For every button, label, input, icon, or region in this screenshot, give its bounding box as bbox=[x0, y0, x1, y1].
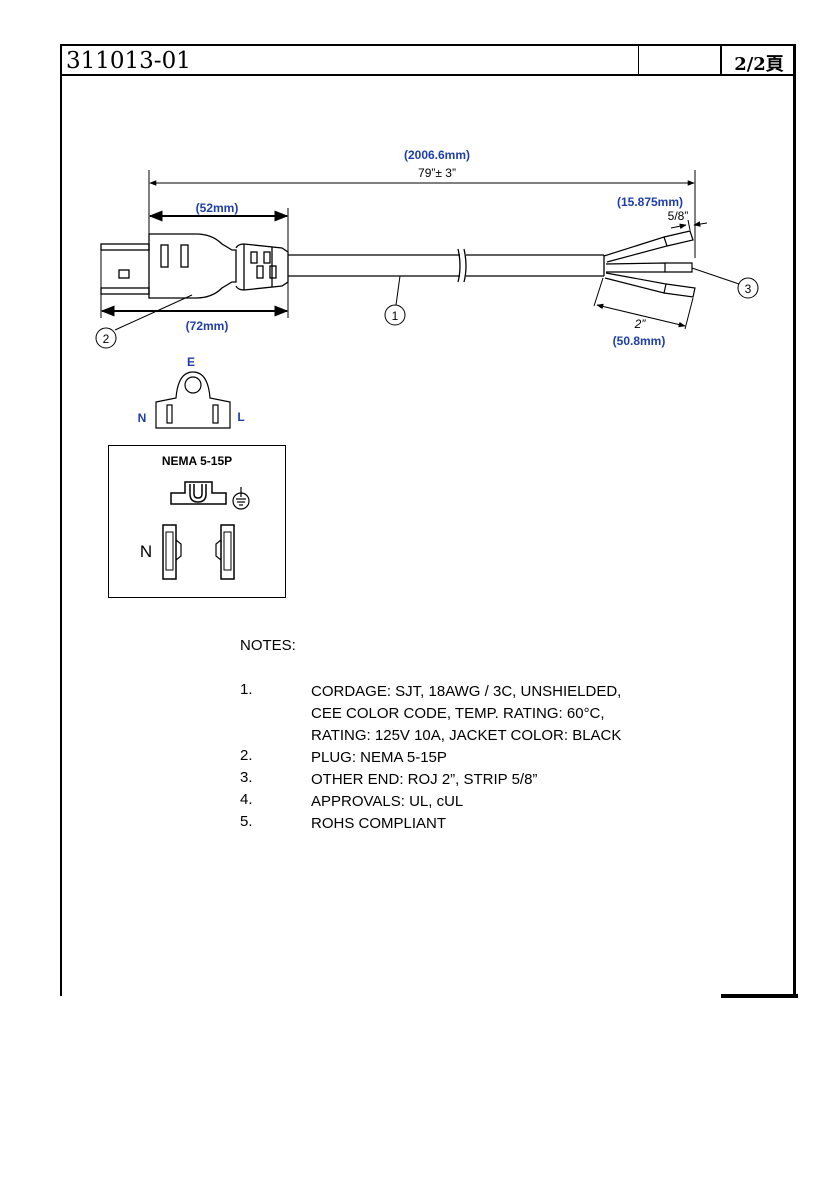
part-number: 311013-01 bbox=[66, 48, 191, 74]
nema-box bbox=[108, 445, 286, 598]
pin-label-earth: E bbox=[187, 355, 195, 369]
note-number: 1. bbox=[240, 681, 253, 698]
nema-symbol bbox=[162, 481, 250, 580]
roj-length-mm: (50.8mm) bbox=[613, 334, 666, 348]
overall-length-mm: (2006.6mm) bbox=[404, 148, 470, 162]
header-divider bbox=[638, 44, 639, 76]
plug-face-view: E N L bbox=[138, 355, 245, 429]
notes-heading: NOTES: bbox=[240, 637, 296, 654]
svg-text:1: 1 bbox=[392, 309, 399, 323]
overall-dimension: (2006.6mm) 79”± 3” bbox=[148, 148, 696, 270]
strip-length-mm: (15.875mm) bbox=[617, 195, 683, 209]
plug-body bbox=[100, 233, 289, 299]
note-number: 3. bbox=[240, 769, 253, 786]
note-text: CEE COLOR CODE, TEMP. RATING: 60°C, bbox=[311, 705, 605, 722]
nema-title: NEMA 5-15P bbox=[161, 454, 233, 468]
strip-dimension: (15.875mm) 5/8” bbox=[617, 195, 708, 231]
nema-neutral-label: N bbox=[140, 542, 152, 561]
roj-length-in: 2” bbox=[634, 317, 647, 331]
page-number: 2/2頁 bbox=[734, 54, 784, 75]
note-text: APPROVALS: UL, cUL bbox=[311, 793, 464, 810]
title-block bbox=[60, 44, 796, 76]
note-number: 5. bbox=[240, 813, 253, 830]
pin-label-neutral: N bbox=[138, 411, 147, 425]
balloon-end: 3 bbox=[691, 267, 759, 299]
header-divider bbox=[720, 44, 722, 76]
note-text: CORDAGE: SJT, 18AWG / 3C, UNSHIELDED, bbox=[311, 683, 622, 700]
note-text: PLUG: NEMA 5-15P bbox=[311, 749, 447, 766]
note-text: ROHS COMPLIANT bbox=[311, 815, 447, 832]
frame-corner-bar bbox=[721, 994, 798, 998]
cord bbox=[288, 248, 605, 283]
overall-length-in: 79”± 3” bbox=[418, 166, 456, 180]
svg-text:2: 2 bbox=[103, 332, 110, 346]
note-number: 2. bbox=[240, 747, 253, 764]
pin-label-line: L bbox=[237, 410, 244, 424]
plug-head-length: (52mm) bbox=[196, 201, 239, 215]
drawing-frame bbox=[60, 44, 796, 996]
plug-head-dimension: (52mm) bbox=[148, 201, 289, 318]
svg-text:3: 3 bbox=[745, 282, 752, 296]
plug-total-dimension: (72mm) bbox=[100, 250, 289, 333]
balloon-cord: 1 bbox=[384, 275, 406, 326]
plug-total-length: (72mm) bbox=[186, 319, 229, 333]
note-text: RATING: 125V 10A, JACKET COLOR: BLACK bbox=[311, 727, 622, 744]
balloon-plug: 2 bbox=[95, 294, 193, 349]
roj-dimension: 2” (50.8mm) bbox=[593, 277, 694, 348]
note-number: 4. bbox=[240, 791, 253, 808]
note-text: OTHER END: ROJ 2”, STRIP 5/8” bbox=[311, 771, 538, 788]
wire-ends bbox=[603, 230, 696, 298]
strip-length-in: 5/8” bbox=[668, 209, 689, 223]
